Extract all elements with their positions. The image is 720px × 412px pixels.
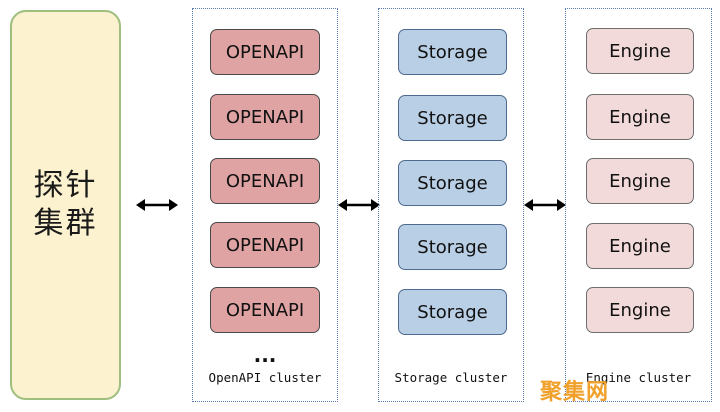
storage-node: Storage xyxy=(398,224,507,270)
storage-cluster-label: Storage cluster xyxy=(394,370,508,385)
openapi-cluster-label: OpenAPI cluster xyxy=(208,370,322,385)
double-arrow-icon xyxy=(338,199,380,211)
watermark-logo: 聚集网 xyxy=(540,380,610,405)
openapi-node: OPENAPI xyxy=(210,29,320,75)
openapi-node: OPENAPI xyxy=(210,94,320,140)
engine-cluster: Engine Engine Engine Engine Engine Engin… xyxy=(565,8,712,402)
double-arrow-icon xyxy=(524,199,566,211)
openapi-more-ellipsis: ... xyxy=(253,343,277,367)
engine-node: Engine xyxy=(586,287,694,333)
openapi-node: OPENAPI xyxy=(210,222,320,268)
engine-node: Engine xyxy=(586,28,694,74)
engine-node: Engine xyxy=(586,158,694,204)
double-arrow-icon xyxy=(136,199,178,211)
openapi-node: OPENAPI xyxy=(210,287,320,333)
openapi-node: OPENAPI xyxy=(210,158,320,204)
engine-node: Engine xyxy=(586,223,694,269)
engine-node: Engine xyxy=(586,94,694,140)
storage-node: Storage xyxy=(398,160,507,206)
probe-cluster-title-line2: 集群 xyxy=(33,206,98,241)
engine-cluster-label: Engine cluster xyxy=(585,370,692,385)
storage-node: Storage xyxy=(398,289,507,335)
storage-node: Storage xyxy=(398,29,507,75)
probe-cluster-box: 探针 集群 xyxy=(10,10,121,400)
probe-cluster-title-line1: 探针 xyxy=(33,168,98,203)
openapi-cluster: OPENAPI OPENAPI OPENAPI OPENAPI OPENAPI … xyxy=(192,8,338,402)
storage-cluster: Storage Storage Storage Storage Storage … xyxy=(378,8,524,402)
storage-node: Storage xyxy=(398,95,507,141)
